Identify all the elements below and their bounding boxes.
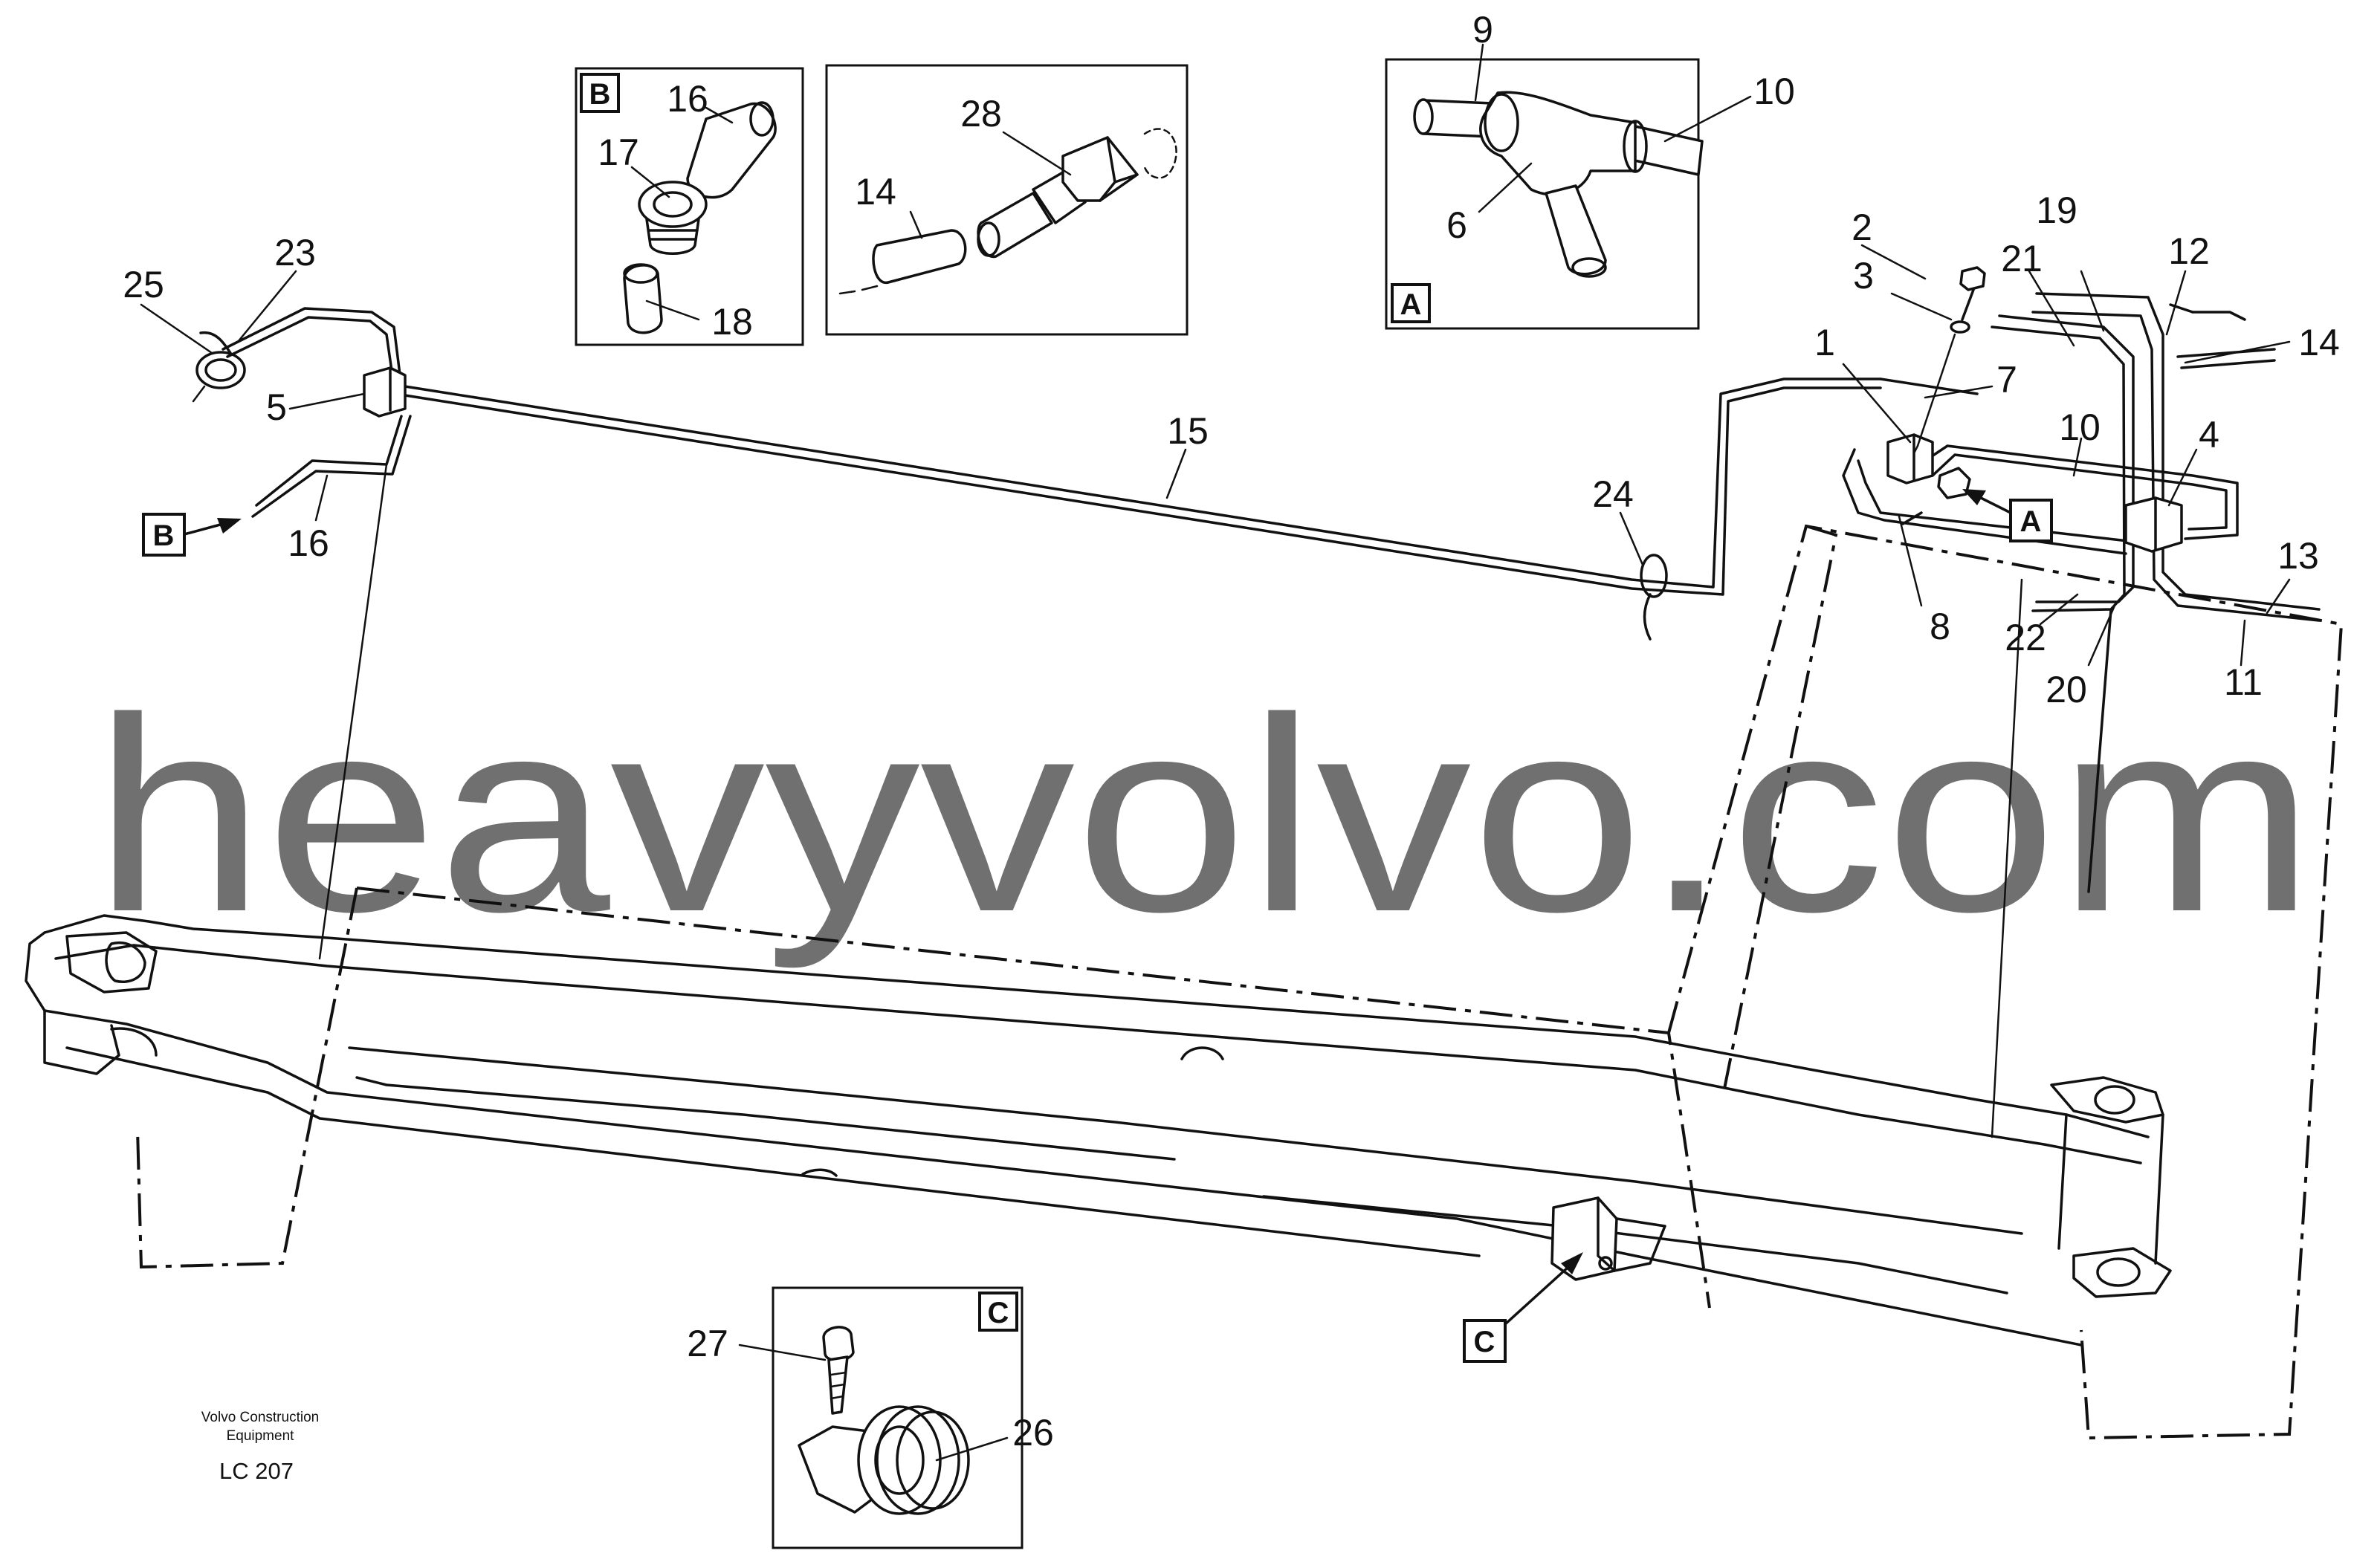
- detail-c-letter: C: [988, 1297, 1009, 1329]
- label-14-detail: 14: [855, 171, 896, 213]
- label-22: 22: [2005, 617, 2046, 658]
- label-8: 8: [1930, 606, 1950, 647]
- label-20: 20: [2046, 669, 2087, 710]
- label-15: 15: [1167, 410, 1209, 452]
- drawing-code: LC 207: [219, 1458, 294, 1484]
- label-7: 7: [1996, 359, 2017, 401]
- label-21: 21: [2001, 238, 2043, 279]
- label-14: 14: [2298, 322, 2340, 363]
- boom-arm: [25, 914, 2172, 1347]
- label-2: 2: [1852, 207, 1872, 248]
- label-23: 23: [274, 232, 316, 273]
- pointer-c: C: [1463, 1252, 1583, 1363]
- detail-a-letter: A: [1400, 288, 1422, 321]
- label-16: 16: [288, 522, 329, 564]
- leader-lines: [140, 43, 2291, 1462]
- label-9: 9: [1472, 9, 1493, 51]
- detail-hose-fitting-box: [825, 64, 1189, 336]
- pointer-a-letter: A: [2020, 505, 2042, 538]
- label-11: 11: [2224, 661, 2263, 703]
- label-3: 3: [1853, 255, 1874, 296]
- detail-a-box: A: [1385, 58, 1704, 330]
- watermark-text: heavyvolvo.com: [93, 660, 2315, 970]
- label-13: 13: [2277, 535, 2319, 577]
- pointer-c-letter: C: [1474, 1326, 1495, 1358]
- label-10-detail: 10: [1753, 71, 1795, 112]
- detail-b-letter: B: [589, 78, 611, 111]
- label-25: 25: [123, 264, 164, 305]
- label-26: 26: [1012, 1412, 1054, 1454]
- label-28: 28: [960, 93, 1002, 135]
- label-6: 6: [1446, 204, 1467, 246]
- label-17: 17: [598, 132, 639, 173]
- detail-b-box: B: [575, 67, 804, 346]
- label-18: 18: [711, 301, 753, 343]
- label-10: 10: [2059, 406, 2101, 448]
- pointer-b-letter: B: [153, 519, 175, 552]
- label-4: 4: [2199, 414, 2219, 456]
- label-1: 1: [1814, 322, 1835, 363]
- label-5: 5: [266, 386, 287, 428]
- pointer-a: A: [1962, 489, 2053, 542]
- detail-c-box: C: [772, 1286, 1024, 1549]
- pointer-b: B: [142, 513, 242, 557]
- drawing-footer: Volvo Construction Equipment LC 207: [201, 1410, 319, 1484]
- company-name-line2: Equipment: [227, 1428, 295, 1444]
- label-27: 27: [687, 1323, 728, 1364]
- company-name-line1: Volvo Construction: [201, 1410, 319, 1425]
- part-number-labels: 9 10 6 28 14 16 17 18 23 25 5 16 15 24 2…: [123, 9, 2340, 1454]
- label-12: 12: [2168, 230, 2210, 272]
- hose-routing-outline: [136, 524, 2344, 1440]
- label-16-detail: 16: [667, 78, 708, 120]
- label-24: 24: [1592, 473, 1634, 515]
- label-19: 19: [2036, 189, 2077, 231]
